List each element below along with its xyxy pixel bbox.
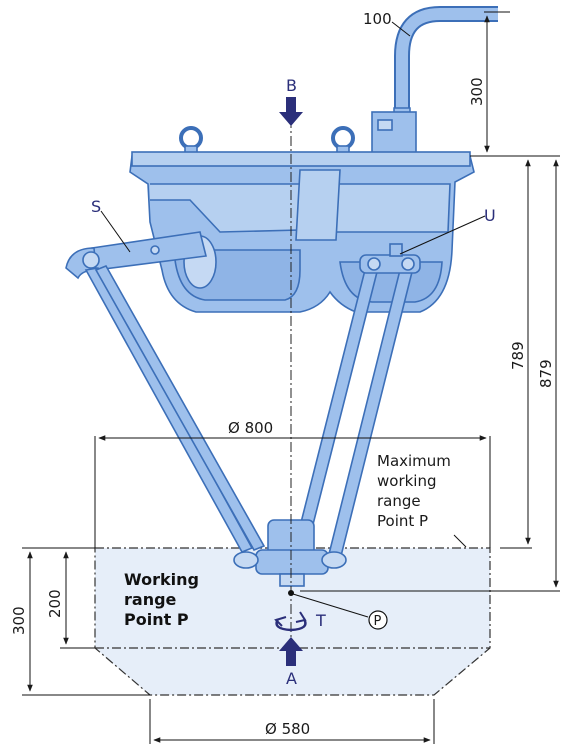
svg-text:Point P: Point P bbox=[377, 512, 428, 530]
svg-text:range: range bbox=[377, 492, 421, 510]
dim-height-879: 879 bbox=[537, 359, 555, 388]
dimension-lines bbox=[22, 11, 560, 744]
dim-diameter-800: Ø 800 bbox=[228, 419, 273, 437]
dim-height-789: 789 bbox=[509, 341, 527, 370]
dim-range-height-200: 200 bbox=[46, 589, 64, 618]
arrow-a-icon bbox=[279, 637, 303, 666]
dim-range-height-300: 300 bbox=[10, 606, 28, 635]
arrow-b-icon bbox=[279, 97, 303, 126]
direction-arrows bbox=[279, 97, 303, 666]
point-a-label: A bbox=[286, 669, 297, 688]
arm-u bbox=[359, 243, 421, 274]
point-p-label: P bbox=[374, 614, 382, 629]
point-t-label: T bbox=[315, 611, 326, 630]
max-working-range-note: Maximum working range Point P bbox=[377, 452, 451, 530]
rotation-t-icon bbox=[274, 611, 307, 632]
point-p-marker bbox=[288, 590, 388, 630]
point-s-label: S bbox=[91, 197, 101, 216]
svg-text:Point P: Point P bbox=[124, 610, 189, 629]
svg-text:working: working bbox=[377, 472, 437, 490]
leader-lines bbox=[100, 21, 486, 548]
svg-text:range: range bbox=[124, 590, 177, 609]
robot-body bbox=[129, 111, 475, 313]
rods bbox=[84, 264, 413, 561]
point-b-label: B bbox=[286, 76, 297, 95]
cable-label: 100 bbox=[363, 10, 392, 28]
point-u-label: U bbox=[484, 206, 496, 225]
dim-diameter-580: Ø 580 bbox=[265, 720, 310, 738]
svg-text:Working: Working bbox=[124, 570, 199, 589]
arm-s bbox=[65, 231, 207, 280]
svg-text:Maximum: Maximum bbox=[377, 452, 451, 470]
dim-cable-height: 300 bbox=[468, 77, 486, 106]
working-range-note: Working range Point P bbox=[124, 570, 199, 629]
